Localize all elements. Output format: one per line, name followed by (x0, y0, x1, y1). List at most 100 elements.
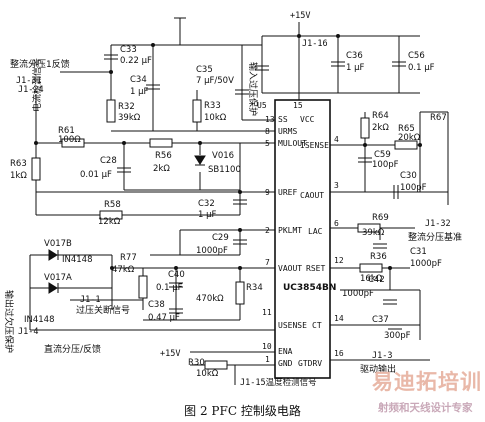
r32-body (106, 99, 116, 123)
c40-ref: C40 (168, 270, 185, 280)
junction-dots (34, 34, 422, 270)
pin-usense: USENSE (278, 321, 307, 330)
v016-diode (194, 155, 206, 165)
pin-vaout: VAOUT (278, 264, 302, 273)
chip-u5: U5 (257, 101, 267, 110)
r32-ref: R32 (118, 102, 135, 112)
j1-4-label: J1-4 (18, 327, 38, 337)
pin-rset: RSET (306, 264, 325, 273)
pin-8: 8 (265, 127, 270, 136)
r32-value: 39kΩ (118, 113, 141, 123)
pin-ena: ENA (278, 347, 293, 356)
rect-fb-label: 整流分压1反馈 (10, 58, 70, 70)
watermark-brand: 易迪拓培训 (372, 370, 482, 394)
r56-value: 2kΩ (153, 164, 170, 174)
c42-value: 1000pF (342, 289, 374, 299)
pin-10: 10 (262, 342, 272, 351)
c33-ref: C33 (120, 45, 137, 55)
c56-ref: C56 (408, 51, 425, 61)
output-ouv-label: 输出过欠压保护 (3, 290, 15, 353)
r69-body (357, 223, 381, 233)
c36-ref: C36 (346, 51, 363, 61)
r69-value: 39kΩ (362, 228, 385, 238)
c32-value: 1 μF (198, 210, 217, 220)
c32-ref: C32 (198, 199, 215, 209)
uc3854bn-chip: UC3854BN U5 SS 13 URMS 8 MULOUT 5 UREF 9… (257, 99, 344, 379)
r77-body (138, 275, 148, 299)
r61-body (61, 138, 85, 148)
r63-body (31, 157, 41, 181)
v016-ref: V016 (212, 151, 234, 161)
pin-gtdrv: GTDRV (298, 359, 322, 368)
c59-value: 100pF (372, 160, 399, 170)
c29-ref: C29 (212, 233, 229, 243)
r56-ref: R56 (155, 151, 172, 161)
j1-1-label: J1-1 (80, 295, 100, 305)
c34-ref: C34 (130, 75, 147, 85)
v017b-ref: V017B (44, 239, 72, 249)
r64-value: 2kΩ (372, 123, 389, 133)
in4148a-label: IN4148 (62, 255, 93, 265)
c35-ref: C35 (196, 65, 213, 75)
r64-body (360, 117, 370, 139)
r61-value: 100Ω (58, 135, 81, 145)
pin-gnd: GND (278, 359, 293, 368)
pin-15: 15 (293, 101, 303, 110)
pin-mulout: MULOUT (278, 139, 307, 148)
c28-value: 0.01 μF (80, 170, 112, 180)
r61-ref: R61 (58, 126, 75, 136)
watermark-slogan: 射频和天线设计专家 (378, 402, 473, 414)
chip-name: UC3854BN (283, 283, 336, 293)
r30-body (204, 360, 228, 370)
c29-value: 1000pF (196, 246, 228, 256)
pin-isense: ISENSE (300, 141, 329, 150)
j1-3-label: J1-3 (372, 351, 392, 361)
r58-value: 12kΩ (98, 217, 121, 227)
pin-1: 1 (265, 355, 270, 364)
figure-caption: 图 2 PFC 控制级电路 (184, 404, 301, 418)
pin-pklmt: PKLMT (278, 226, 302, 235)
c56-value: 0.1 μF (408, 63, 435, 73)
r58-body (99, 210, 123, 220)
dc-fb-label: 直流分压/反馈 (44, 343, 101, 355)
pin-ss: SS (278, 115, 288, 124)
pin-6: 6 (334, 219, 339, 228)
r36-value: 16kΩ (360, 274, 383, 284)
wires (29, 17, 449, 385)
diode-symbols (48, 155, 206, 294)
pin-7: 7 (265, 258, 270, 267)
v017a-diode (48, 282, 58, 294)
pin-14: 14 (334, 314, 344, 323)
c37-ref: C37 (372, 315, 389, 325)
rect-off-label: 过压关断信号 (76, 304, 130, 316)
pin-urms: URMS (278, 127, 297, 136)
r77-value: 47kΩ (112, 265, 135, 275)
input-ovp-label: 输入过压保护 (247, 62, 259, 116)
pin-5: 5 (265, 139, 270, 148)
supply-top-label: +15V (290, 11, 310, 21)
c30-value: 100pF (400, 183, 427, 193)
sb1100-label: SB1100 (208, 165, 241, 175)
pin-13: 13 (265, 115, 275, 124)
r36-body (359, 263, 383, 273)
r56-body (149, 138, 173, 148)
r34-ref: R34 (246, 283, 263, 293)
v017b-diode (48, 249, 58, 261)
pin-3: 3 (334, 181, 339, 190)
r30-value: 10kΩ (196, 369, 219, 379)
v017a-ref: V017A (44, 273, 72, 283)
j1-15-label: J1-15温度检测信号 (240, 377, 317, 388)
rect-ref-label: 整流分压基准 (408, 231, 462, 243)
r63-ref: R63 (10, 159, 27, 169)
pin-ct: CT (312, 321, 322, 330)
c59-ref: C59 (374, 150, 391, 160)
c36-value: 1 μF (346, 63, 365, 73)
c33-value: 0.22 μF (120, 56, 152, 66)
r30-ref: R30 (188, 358, 205, 368)
supply-bottom-label: +15V (160, 349, 180, 359)
c30-ref: C30 (400, 171, 417, 181)
r77-ref: R77 (120, 253, 137, 263)
pin-lac: LAC (308, 227, 323, 236)
c40-value: 0.1 μF (156, 283, 183, 293)
